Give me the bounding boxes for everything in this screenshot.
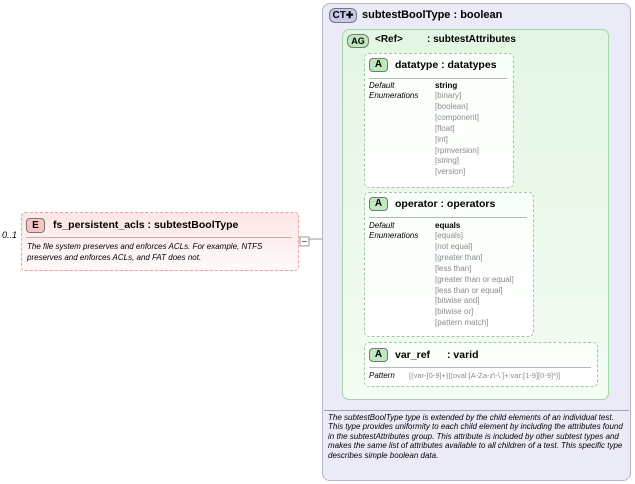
enum-value: [rpmversion]	[435, 145, 480, 155]
enum-value: [string]	[435, 156, 460, 166]
element-badge: E	[26, 218, 45, 233]
complex-type-divider	[324, 410, 629, 411]
attribute-title: datatype : datatypes	[395, 59, 497, 71]
enum-value: [binary]	[435, 91, 462, 100]
default-value: string	[435, 81, 458, 90]
element-box[interactable]: E fs_persistent_acls : subtestBoolType T…	[21, 212, 299, 271]
enum-value: [component]	[435, 112, 480, 122]
pattern-value: [(var-[0-9]+)|(oval:[A-Za-z\-\.]+:var:[1…	[409, 371, 561, 380]
attribute-divider	[369, 217, 527, 218]
attribute-divider	[369, 78, 507, 79]
attribute-badge: A	[369, 58, 388, 72]
pattern-label: Pattern	[369, 371, 395, 380]
enum-value: [not equal]	[435, 241, 473, 251]
attribute-name: var_ref	[395, 349, 431, 361]
enum-value: [bitwise and]	[435, 296, 480, 306]
enumerations-label: Enumerations	[369, 91, 419, 100]
enum-value: [version]	[435, 167, 466, 177]
enum-value: [less than]	[435, 263, 472, 273]
element-divider	[26, 237, 292, 238]
enum-value: [greater than]	[435, 252, 483, 262]
complex-type-badge: CT✚	[329, 8, 357, 23]
enum-value: [int]	[435, 134, 448, 144]
complex-type-title: subtestBoolType : boolean	[362, 9, 503, 21]
attribute-operator[interactable]: A operator : operators Default Enumerati…	[364, 192, 534, 337]
default-label: Default	[369, 221, 395, 230]
attribute-badge: A	[369, 348, 388, 362]
attribute-type: : varid	[447, 349, 479, 361]
enum-value: [boolean]	[435, 101, 468, 111]
plus-icon: ✚	[345, 10, 354, 20]
enum-value: [pattern match]	[435, 318, 489, 328]
attribute-datatype[interactable]: A datatype : datatypes Default Enumerati…	[364, 53, 514, 188]
enum-value: [greater than or equal]	[435, 274, 514, 284]
attribute-group-name: : subtestAttributes	[427, 34, 516, 45]
enumerations-label: Enumerations	[369, 231, 419, 240]
element-title: fs_persistent_acls : subtestBoolType	[53, 219, 239, 231]
attribute-title: operator : operators	[395, 198, 496, 210]
enum-value: [float]	[435, 123, 455, 133]
attribute-badge: A	[369, 197, 388, 211]
attribute-var-ref[interactable]: A var_ref : varid Pattern [(var-[0-9]+)|…	[364, 342, 598, 387]
default-value: equals	[435, 221, 461, 230]
enum-value: [bitwise or]	[435, 307, 474, 317]
attribute-group-badge: AG	[347, 34, 369, 48]
enum-value: [less than or equal]	[435, 285, 503, 295]
attribute-divider	[369, 367, 591, 368]
occurrence-label: 0..1	[2, 230, 18, 240]
enum-value: [equals]	[435, 231, 464, 240]
complex-type-doc: The subtestBoolType type is extended by …	[328, 413, 623, 460]
attribute-group-ref: <Ref>	[375, 34, 403, 45]
default-label: Default	[369, 81, 395, 90]
element-doc: The file system preserves and enforces A…	[27, 242, 263, 262]
